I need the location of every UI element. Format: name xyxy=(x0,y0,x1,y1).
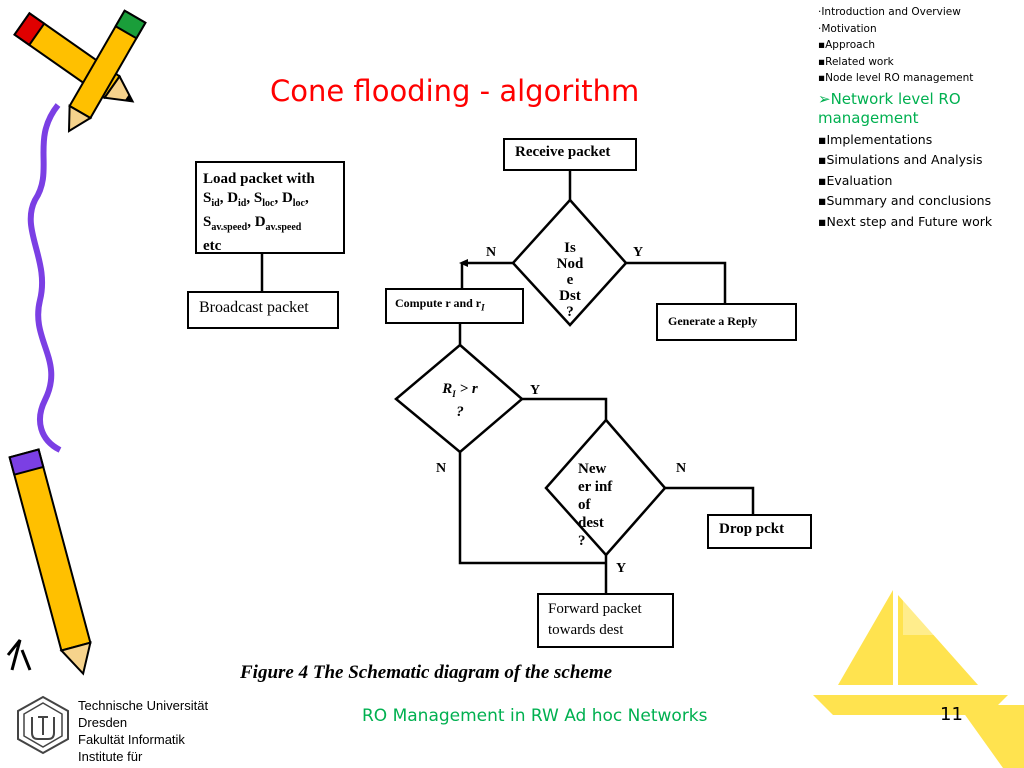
decision-diamond-dst xyxy=(511,198,628,327)
ri-gt-r-text: RI > r ? xyxy=(442,381,478,420)
outline-item: ·Motivation xyxy=(818,22,877,35)
branch-label-y: Y xyxy=(616,561,627,576)
branch-label-y: Y xyxy=(530,383,541,398)
pencil-top-right xyxy=(67,9,147,133)
pencil-bottom xyxy=(8,448,92,676)
outline-list: ·Introduction and Overview ·Motivation ▪… xyxy=(818,4,1024,232)
slide-title: Cone flooding - algorithm xyxy=(270,74,640,108)
load-packet-line1: Load packet with xyxy=(203,171,315,187)
branch-label-n: N xyxy=(676,461,687,476)
decision-diamond-newer xyxy=(544,418,667,557)
outline-item: ▪Next step and Future work xyxy=(818,213,993,229)
university-logo-icon xyxy=(17,695,69,755)
load-packet-line4: etc xyxy=(203,238,222,254)
outline-item: ▪Related work xyxy=(818,55,894,68)
university-name: Technische Universität Dresden Fakultät … xyxy=(78,698,209,764)
outline-item: ▪Evaluation xyxy=(818,172,893,188)
forward-packet-box: Forward packet towards dest xyxy=(537,593,674,648)
decision-diamond-ri xyxy=(394,343,524,454)
sailboat-icon xyxy=(813,590,1024,768)
is-node-dst-text: Is Nod e Dst ? xyxy=(556,240,584,320)
page-number: 11 xyxy=(940,704,963,725)
branch-label-n: N xyxy=(436,461,447,476)
generate-reply-box: Generate a Reply xyxy=(656,303,797,341)
load-packet-line3: Sav.speed, Dav.speed xyxy=(203,214,302,233)
outline-item: ▪Simulations and Analysis xyxy=(818,152,983,167)
outline-item: ·Introduction and Overview xyxy=(818,6,961,18)
squiggle-line xyxy=(27,103,62,453)
newer-info-text: New er inf of dest ? xyxy=(578,461,613,549)
outline-item-active: ➢Network level RO management xyxy=(818,89,961,127)
figure-caption: Figure 4 The Schematic diagram of the sc… xyxy=(240,662,613,683)
broadcast-packet-box: Broadcast packet xyxy=(187,291,339,329)
pencils-clipart-icon xyxy=(6,9,147,676)
branch-label-n: N xyxy=(486,245,497,260)
receive-packet-box: Receive packet xyxy=(503,138,637,171)
branch-label-y: Y xyxy=(633,245,644,260)
load-packet-box: Load packet with Sid, Did, Sloc, Dloc, S… xyxy=(195,161,345,254)
outline-item: ▪Summary and conclusions xyxy=(818,193,992,208)
footer-title: RO Management in RW Ad hoc Networks xyxy=(362,706,708,726)
drop-packet-box: Drop pckt xyxy=(707,514,812,549)
compute-r-box: Compute r and rI xyxy=(385,288,524,324)
load-packet-line2: Sid, Did, Sloc, Dloc, xyxy=(203,190,309,209)
outline-item: ▪Approach xyxy=(818,39,876,51)
outline-item: ▪Node level RO management xyxy=(818,72,974,84)
outline-item: ▪Implementations xyxy=(818,131,933,147)
